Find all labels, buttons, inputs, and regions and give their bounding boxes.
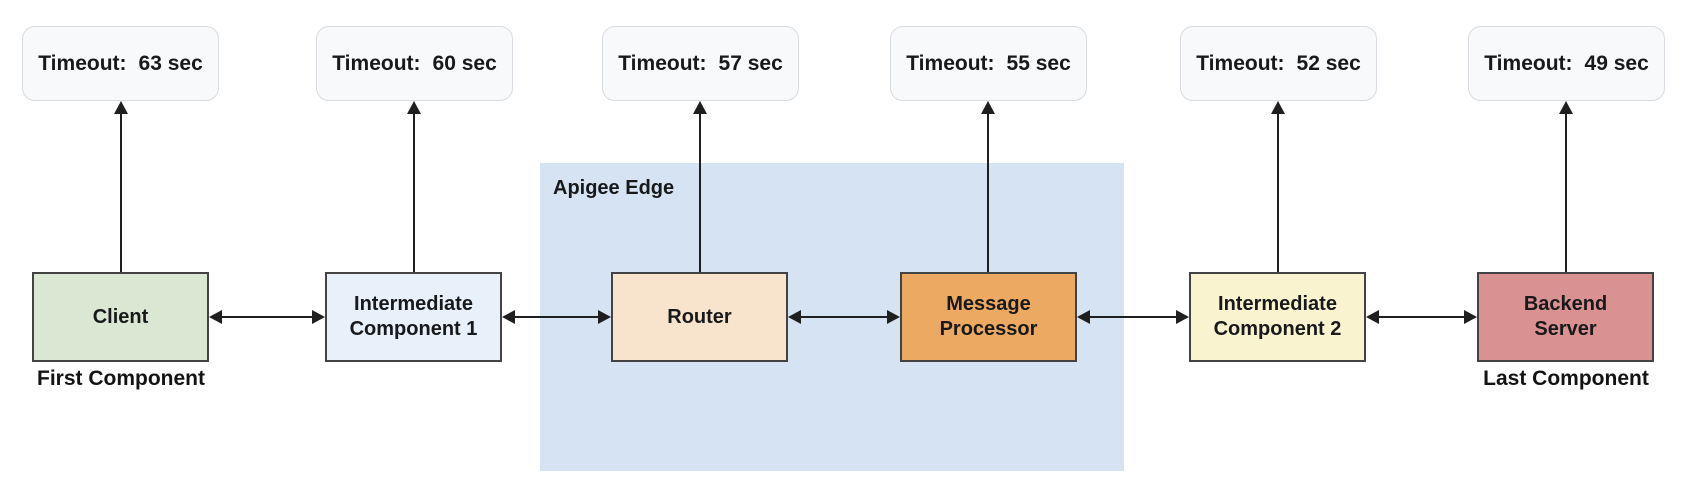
arrow-left-icon: [1366, 310, 1379, 324]
arrow-right-icon: [598, 310, 611, 324]
arrow-line: [1277, 110, 1279, 272]
timeout-label: Timeout:: [906, 51, 995, 75]
arrow-up-icon: [114, 101, 128, 114]
arrow-right-icon: [1464, 310, 1477, 324]
timeout-callout-intermediate-component-2: Timeout: 52 sec: [1180, 26, 1377, 101]
node-backend-server: Backend Server: [1477, 272, 1654, 362]
node-backend-server-label: Backend Server: [1523, 293, 1608, 340]
timeout-value: 52 sec: [1296, 51, 1361, 75]
node-intermediate-component-2: Intermediate Component 2: [1189, 272, 1366, 362]
node-client-label: Client: [92, 305, 149, 328]
arrow-line: [413, 110, 415, 272]
node-client: Client: [32, 272, 209, 362]
arrow-line: [1377, 316, 1466, 318]
node-message-processor: Message Processor: [900, 272, 1077, 362]
link-router-message-processor: [788, 307, 900, 327]
timeout-label: Timeout:: [332, 51, 421, 75]
arrow-left-icon: [1077, 310, 1090, 324]
timeout-arrow-intermediate-component-2: [1270, 101, 1286, 272]
node-intermediate-component-2-label: Intermediate Component 2: [1213, 293, 1342, 340]
arrow-up-icon: [981, 101, 995, 114]
timeout-callout-client: Timeout: 63 sec: [22, 26, 219, 101]
node-router: Router: [611, 272, 788, 362]
timeout-value: 55 sec: [1006, 51, 1071, 75]
timeout-value: 60 sec: [432, 51, 497, 75]
arrow-line: [120, 110, 122, 272]
link-message-processor-intermediate-component-2: [1077, 307, 1189, 327]
arrow-right-icon: [887, 310, 900, 324]
timeout-arrow-message-processor: [980, 101, 996, 272]
arrow-up-icon: [693, 101, 707, 114]
timeout-label: Timeout:: [1196, 51, 1285, 75]
arrow-right-icon: [312, 310, 325, 324]
apigee-edge-label: Apigee Edge: [553, 177, 675, 199]
arrow-right-icon: [1176, 310, 1189, 324]
node-intermediate-component-1: Intermediate Component 1: [325, 272, 502, 362]
link-client-intermediate-component-1: [209, 307, 325, 327]
timeout-arrow-backend-server: [1558, 101, 1574, 272]
arrow-up-icon: [407, 101, 421, 114]
arrow-line: [1565, 110, 1567, 272]
arrow-line: [799, 316, 889, 318]
timeout-value: 63 sec: [138, 51, 203, 75]
arrow-up-icon: [1271, 101, 1285, 114]
link-intermediate-component-1-router: [502, 307, 611, 327]
timeout-value: 57 sec: [718, 51, 783, 75]
arrow-line: [987, 110, 989, 272]
timeout-callout-backend-server: Timeout: 49 sec: [1468, 26, 1665, 101]
arrow-up-icon: [1559, 101, 1573, 114]
timeout-label: Timeout:: [38, 51, 127, 75]
timeout-callout-message-processor: Timeout: 55 sec: [890, 26, 1087, 101]
timeout-callout-intermediate-component-1: Timeout: 60 sec: [316, 26, 513, 101]
timeout-value: 49 sec: [1584, 51, 1649, 75]
arrow-line: [1088, 316, 1178, 318]
timeout-arrow-client: [113, 101, 129, 272]
node-router-label: Router: [667, 305, 732, 328]
link-intermediate-component-2-backend-server: [1366, 307, 1477, 327]
node-message-processor-label: Message Processor: [939, 293, 1038, 340]
arrow-line: [220, 316, 314, 318]
timeout-label: Timeout:: [1484, 51, 1573, 75]
arrow-left-icon: [788, 310, 801, 324]
timeout-arrow-router: [692, 101, 708, 272]
node-intermediate-component-1-label: Intermediate Component 1: [349, 293, 478, 340]
last-component-label: Last Component: [1483, 367, 1649, 390]
arrow-line: [513, 316, 600, 318]
arrow-line: [699, 110, 701, 272]
first-component-label: First Component: [37, 367, 205, 390]
arrow-left-icon: [209, 310, 222, 324]
timeout-label: Timeout:: [618, 51, 707, 75]
timeout-arrow-intermediate-component-1: [406, 101, 422, 272]
arrow-left-icon: [502, 310, 515, 324]
timeout-callout-router: Timeout: 57 sec: [602, 26, 799, 101]
